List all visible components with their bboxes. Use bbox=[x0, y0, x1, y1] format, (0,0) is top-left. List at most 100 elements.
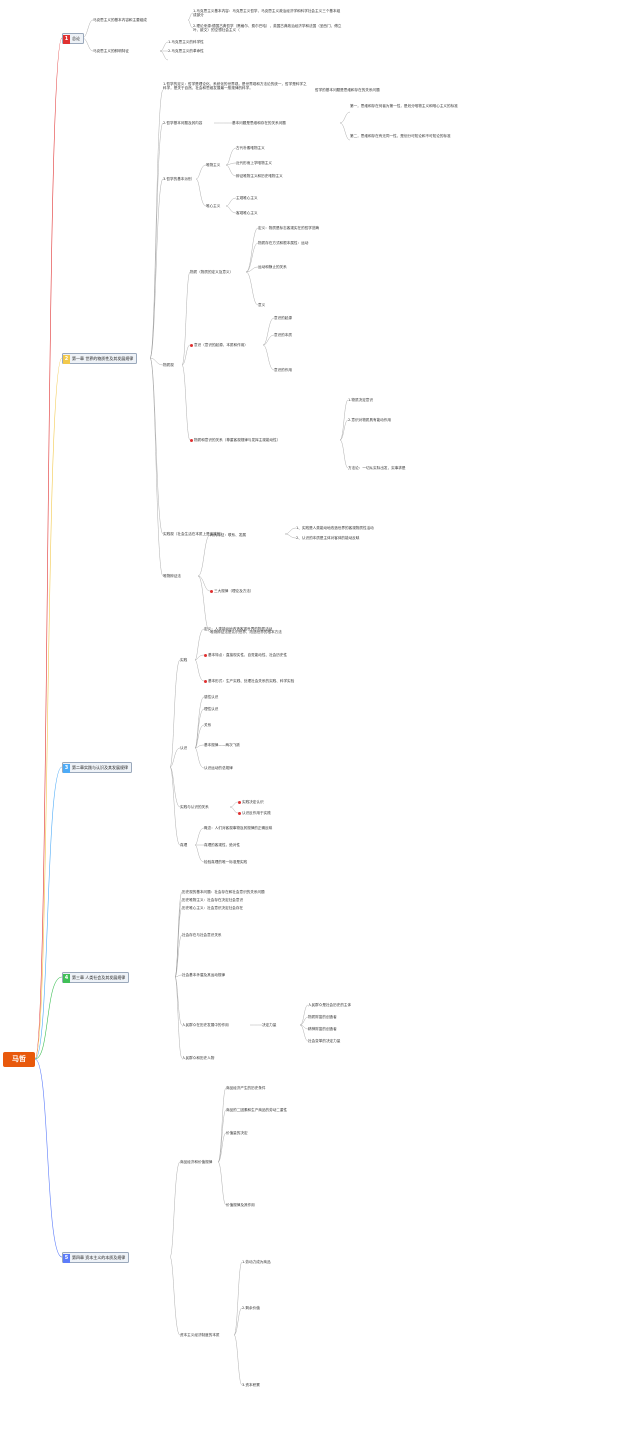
ch1-branch-2-item: 2.马克思主义的革命性 bbox=[168, 49, 204, 53]
ch1-branch-2[interactable]: 马克思主义的鲜明特征 bbox=[93, 49, 129, 53]
ch2-q2-a: 第一，思维和存在何者为第一性，是划分唯物主义和唯心主义的标准 bbox=[350, 104, 458, 108]
ch3-prac-item: 基本特点：直接现实性、自觉能动性、社会历史性 bbox=[204, 653, 287, 657]
ch3-cog-item: 关系 bbox=[204, 723, 212, 727]
ch3-pr-cog[interactable]: 实践与认识的关系 bbox=[180, 805, 209, 809]
ch4-basic: 历史观的基本问题：社会存在和社会意识的关系问题 bbox=[182, 890, 265, 894]
ch4-basic: 历史唯物主义：社会存在决定社会意识 bbox=[182, 898, 244, 902]
ch2-consciousness-label: 意识（意识的起源，本质和作用） bbox=[194, 343, 248, 347]
ch3-cog-item: 感性认识 bbox=[204, 695, 219, 699]
ch3-cog-item: 认识运动的总规律 bbox=[204, 766, 233, 770]
ch2-mat-item: 辩证唯物主义和历史唯物主义 bbox=[236, 174, 283, 178]
ch5-b1-item: 商品的二因素和生产商品的劳动二重性 bbox=[226, 1108, 288, 1112]
ch2-relation-item: 2.意识对物质具有能动作用 bbox=[348, 418, 391, 422]
ch1-branch-1-item: 1.马克思主义基本内容：马克思主义哲学，马克思主义政治经济学和科学社会主义三个基… bbox=[193, 9, 341, 18]
ch2-matter-item: 定义：物质是标志客观实在的哲学范畴 bbox=[258, 226, 320, 230]
ch2-relation-item: 1.物质决定意识 bbox=[348, 398, 373, 402]
ch3-pr-item-label: 认识反作用于实践 bbox=[242, 811, 271, 815]
ch2-q2-b: 第二，思维和存在有无同一性，是划分可知论和不可知论的标准 bbox=[350, 134, 451, 138]
ch3-cognition[interactable]: 认识 bbox=[180, 746, 188, 750]
ch2-mat-item: 近代形而上学唯物主义 bbox=[236, 161, 272, 165]
chapter-number: 3 bbox=[63, 764, 70, 773]
ch2-unity[interactable]: 实践观（社会生活在本质上是实践的） bbox=[163, 532, 225, 536]
ch2-ideal-item: 客观唯心主义 bbox=[236, 211, 258, 215]
ch2-intro-note: 哲学的基本问题是思维和存在的关系问题 bbox=[315, 88, 380, 92]
ch2-dia-item: 三大规律（理论及方法） bbox=[210, 589, 254, 593]
bullet-icon bbox=[238, 811, 241, 815]
chapter-number: 5 bbox=[63, 1254, 70, 1263]
ch2-ideal-item: 主观唯心主义 bbox=[236, 196, 258, 200]
ch5-b1-item: 价值规律及其作用 bbox=[226, 1203, 255, 1207]
ch2-dia-item: 唯物辩证法是认识世界、改造世界的根本方法 bbox=[210, 630, 282, 634]
chapter-number: 4 bbox=[63, 974, 70, 983]
ch3-pr-item: 认识反作用于实践 bbox=[238, 811, 271, 815]
ch4-branch-4[interactable]: 人民群众在历史发展中的作用 bbox=[182, 1023, 229, 1027]
ch3-truth-item: 检验真理的唯一标准是实践 bbox=[204, 860, 248, 864]
ch5-b2-item: 1.劳动力成为商品 bbox=[242, 1260, 271, 1264]
ch3-pr-item: 实践决定认识 bbox=[238, 800, 264, 804]
ch2-q2-detail: 基本问题是思维和存在的关系问题 bbox=[232, 121, 286, 125]
bullet-icon bbox=[190, 343, 193, 347]
ch4-branch-2[interactable]: 社会基本矛盾及其运动规律 bbox=[182, 973, 226, 977]
ch2-q2[interactable]: 2.哲学基本问题及其内容 bbox=[163, 121, 203, 125]
ch4-branch-3[interactable]: 人民群众和历史人物 bbox=[182, 1056, 215, 1060]
root-node[interactable]: 马哲 bbox=[3, 1052, 35, 1067]
chapter-label: 第二章实践与认识及其发展规律 bbox=[72, 765, 128, 770]
ch2-matter-item: 运动和静止的关系 bbox=[258, 265, 287, 269]
chapter-label: 第一章 世界的物质性及其发展规律 bbox=[72, 356, 134, 361]
ch2-mat-item: 古代朴素唯物主义 bbox=[236, 146, 265, 150]
ch3-prac-item: 基本形式：生产实践、处理社会关系的实践、科学实验 bbox=[204, 679, 294, 683]
ch3-truth[interactable]: 真理 bbox=[180, 843, 188, 847]
ch1-branch-2-item: 1.马克思主义的科学性 bbox=[168, 40, 204, 44]
ch2-intro[interactable]: 1.哲学的定义：哲学是理论化、系统化的世界观，是世界观和方法论的统一，哲学是科学… bbox=[163, 82, 307, 91]
chapter-number: 1 bbox=[63, 35, 70, 44]
ch3-truth-item: 真理的客观性，绝对性 bbox=[204, 843, 240, 847]
ch2-matter-item: 意义 bbox=[258, 303, 266, 307]
ch1-branch-1-item: 2.理论来源:德国古典哲学（黑格尔、费尔巴哈），英国古典政治经济学和法国（圣西门… bbox=[193, 24, 342, 33]
chapter-number: 2 bbox=[63, 355, 70, 364]
ch2-cons-item: 意识的起源 bbox=[274, 316, 292, 320]
ch2-dia-item: 两大特征：联系、发展 bbox=[210, 533, 246, 537]
ch2-unity-item: 1、实践是人类能动地改造世界的客观物质性活动 bbox=[296, 526, 374, 530]
ch2-q3[interactable]: 3.哲学的基本派别 bbox=[163, 177, 192, 181]
bullet-icon bbox=[204, 679, 207, 683]
chapter-label: 总论 bbox=[72, 36, 80, 41]
ch3-prac-item-label: 基本形式：生产实践、处理社会关系的实践、科学实验 bbox=[208, 679, 295, 683]
ch5-branch-2[interactable]: 资本主义经济制度的本质 bbox=[180, 1333, 220, 1337]
chapter-label: 第四章 资本主义的本质及规律 bbox=[72, 1255, 126, 1260]
ch4-b4-item: 精神财富的创造者 bbox=[308, 1027, 337, 1031]
ch2-consciousness[interactable]: 意识（意识的起源，本质和作用） bbox=[190, 343, 248, 347]
ch2-relation[interactable]: 物质和意识的关系（尊重客观规律与发挥主观能动性） bbox=[190, 438, 280, 442]
ch2-matter-parent[interactable]: 物质观 bbox=[163, 363, 174, 367]
ch3-cog-item: 理性认识 bbox=[204, 707, 219, 711]
ch3-prac-item: 定义：人类能动地改造客观世界的物质活动 bbox=[204, 627, 273, 631]
ch2-materialism[interactable]: 唯物主义 bbox=[206, 163, 221, 167]
ch5-b2-item: 2.剩余价值 bbox=[242, 1306, 260, 1310]
ch2-idealism[interactable]: 唯心主义 bbox=[206, 204, 221, 208]
ch3-practice[interactable]: 实践 bbox=[180, 658, 188, 662]
bullet-icon bbox=[210, 589, 213, 593]
ch5-branch-1[interactable]: 商品经济和价值规律 bbox=[180, 1160, 213, 1164]
ch2-relation-label: 物质和意识的关系（尊重客观规律与发挥主观能动性） bbox=[194, 438, 281, 442]
ch5-b1-item: 商品经济产生的历史条件 bbox=[226, 1086, 266, 1090]
ch3-pr-item-label: 实践决定认识 bbox=[242, 800, 264, 804]
chapter-label: 第三章 人类社会及其发展规律 bbox=[72, 975, 126, 980]
bullet-icon bbox=[190, 438, 193, 442]
ch2-cons-item: 意识的本质 bbox=[274, 333, 292, 337]
ch1-branch-1[interactable]: 马克思主义的基本内容和主要组成 bbox=[93, 18, 147, 22]
ch3-cog-item: 基本规律——两次飞跃 bbox=[204, 743, 240, 747]
ch2-dialectics[interactable]: 唯物辩证法 bbox=[163, 574, 181, 578]
ch2-cons-item: 意识的作用 bbox=[274, 368, 292, 372]
ch4-b4-item: 社会变革的决定力量 bbox=[308, 1039, 341, 1043]
ch2-matter[interactable]: 物质（物质的定义及意义） bbox=[190, 270, 234, 274]
ch4-branch-1[interactable]: 社会存在与社会意识关系 bbox=[182, 933, 222, 937]
ch4-b4-item: 物质财富的创造者 bbox=[308, 1015, 337, 1019]
ch2-relation-item: 方法论：一切从实际出发，实事求是 bbox=[348, 466, 406, 470]
ch2-dia-item-label: 三大规律（理论及方法） bbox=[214, 589, 254, 593]
ch5-b2-item: 3.资本积累 bbox=[242, 1383, 260, 1387]
